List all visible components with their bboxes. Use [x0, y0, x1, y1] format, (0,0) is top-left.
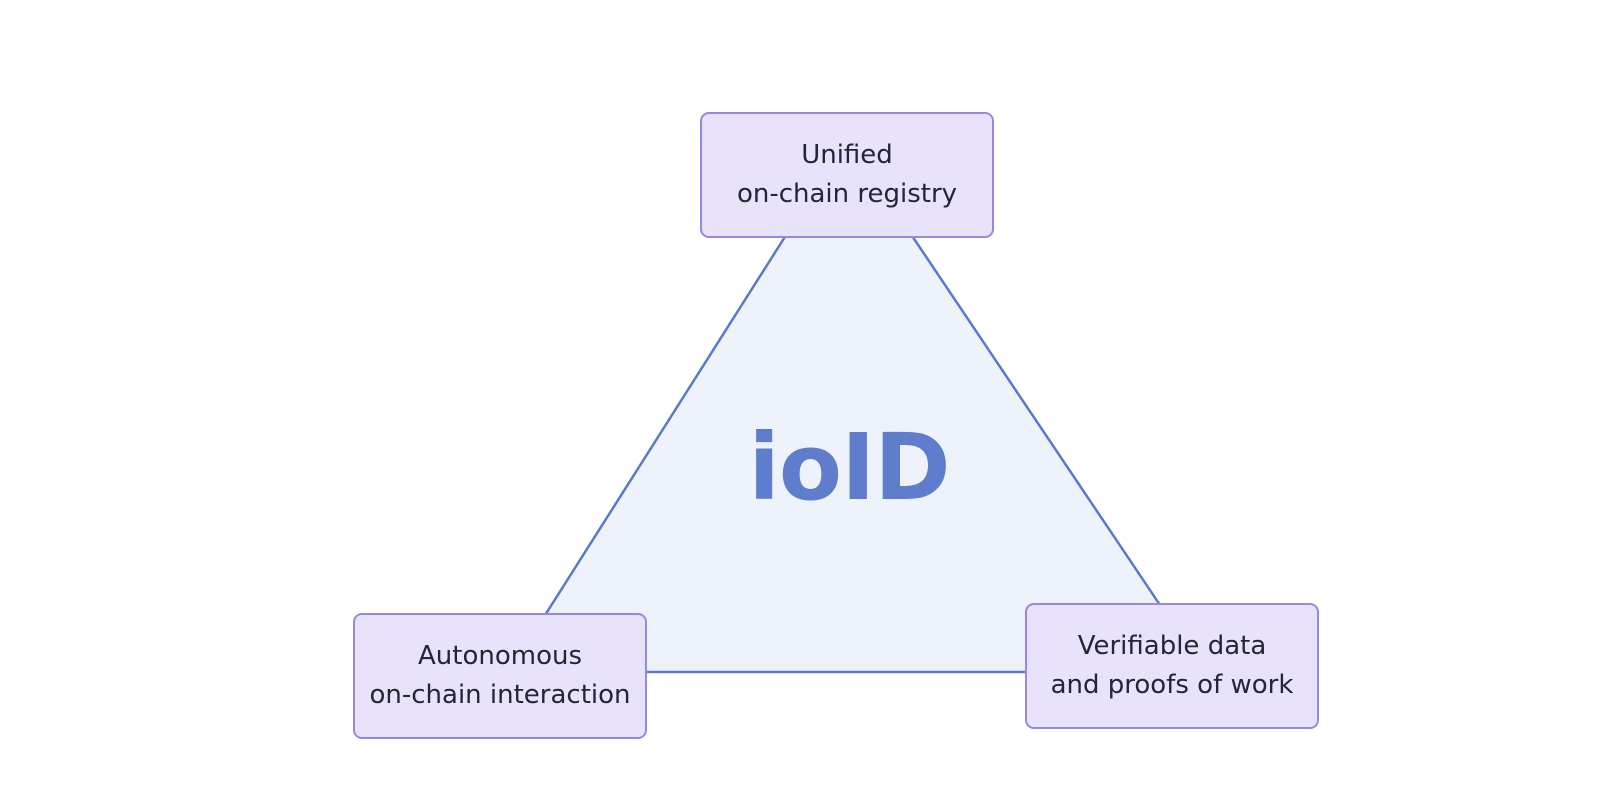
node-autonomous-interaction: Autonomous on-chain interaction	[353, 613, 647, 739]
node-left-line2: on-chain interaction	[369, 680, 631, 710]
node-top-line1: Unified	[801, 140, 893, 170]
node-unified-registry: Unified on-chain registry	[700, 112, 994, 238]
node-left-line1: Autonomous	[417, 641, 582, 671]
node-right-line1: Verifiable data	[1077, 631, 1267, 661]
triangle-fill	[509, 139, 1205, 672]
node-top-line2: on-chain registry	[736, 179, 958, 209]
node-right-line2: and proofs of work	[1050, 670, 1294, 700]
center-label: ioID	[748, 413, 950, 521]
node-verifiable-data: Verifiable data and proofs of work	[1025, 603, 1319, 729]
